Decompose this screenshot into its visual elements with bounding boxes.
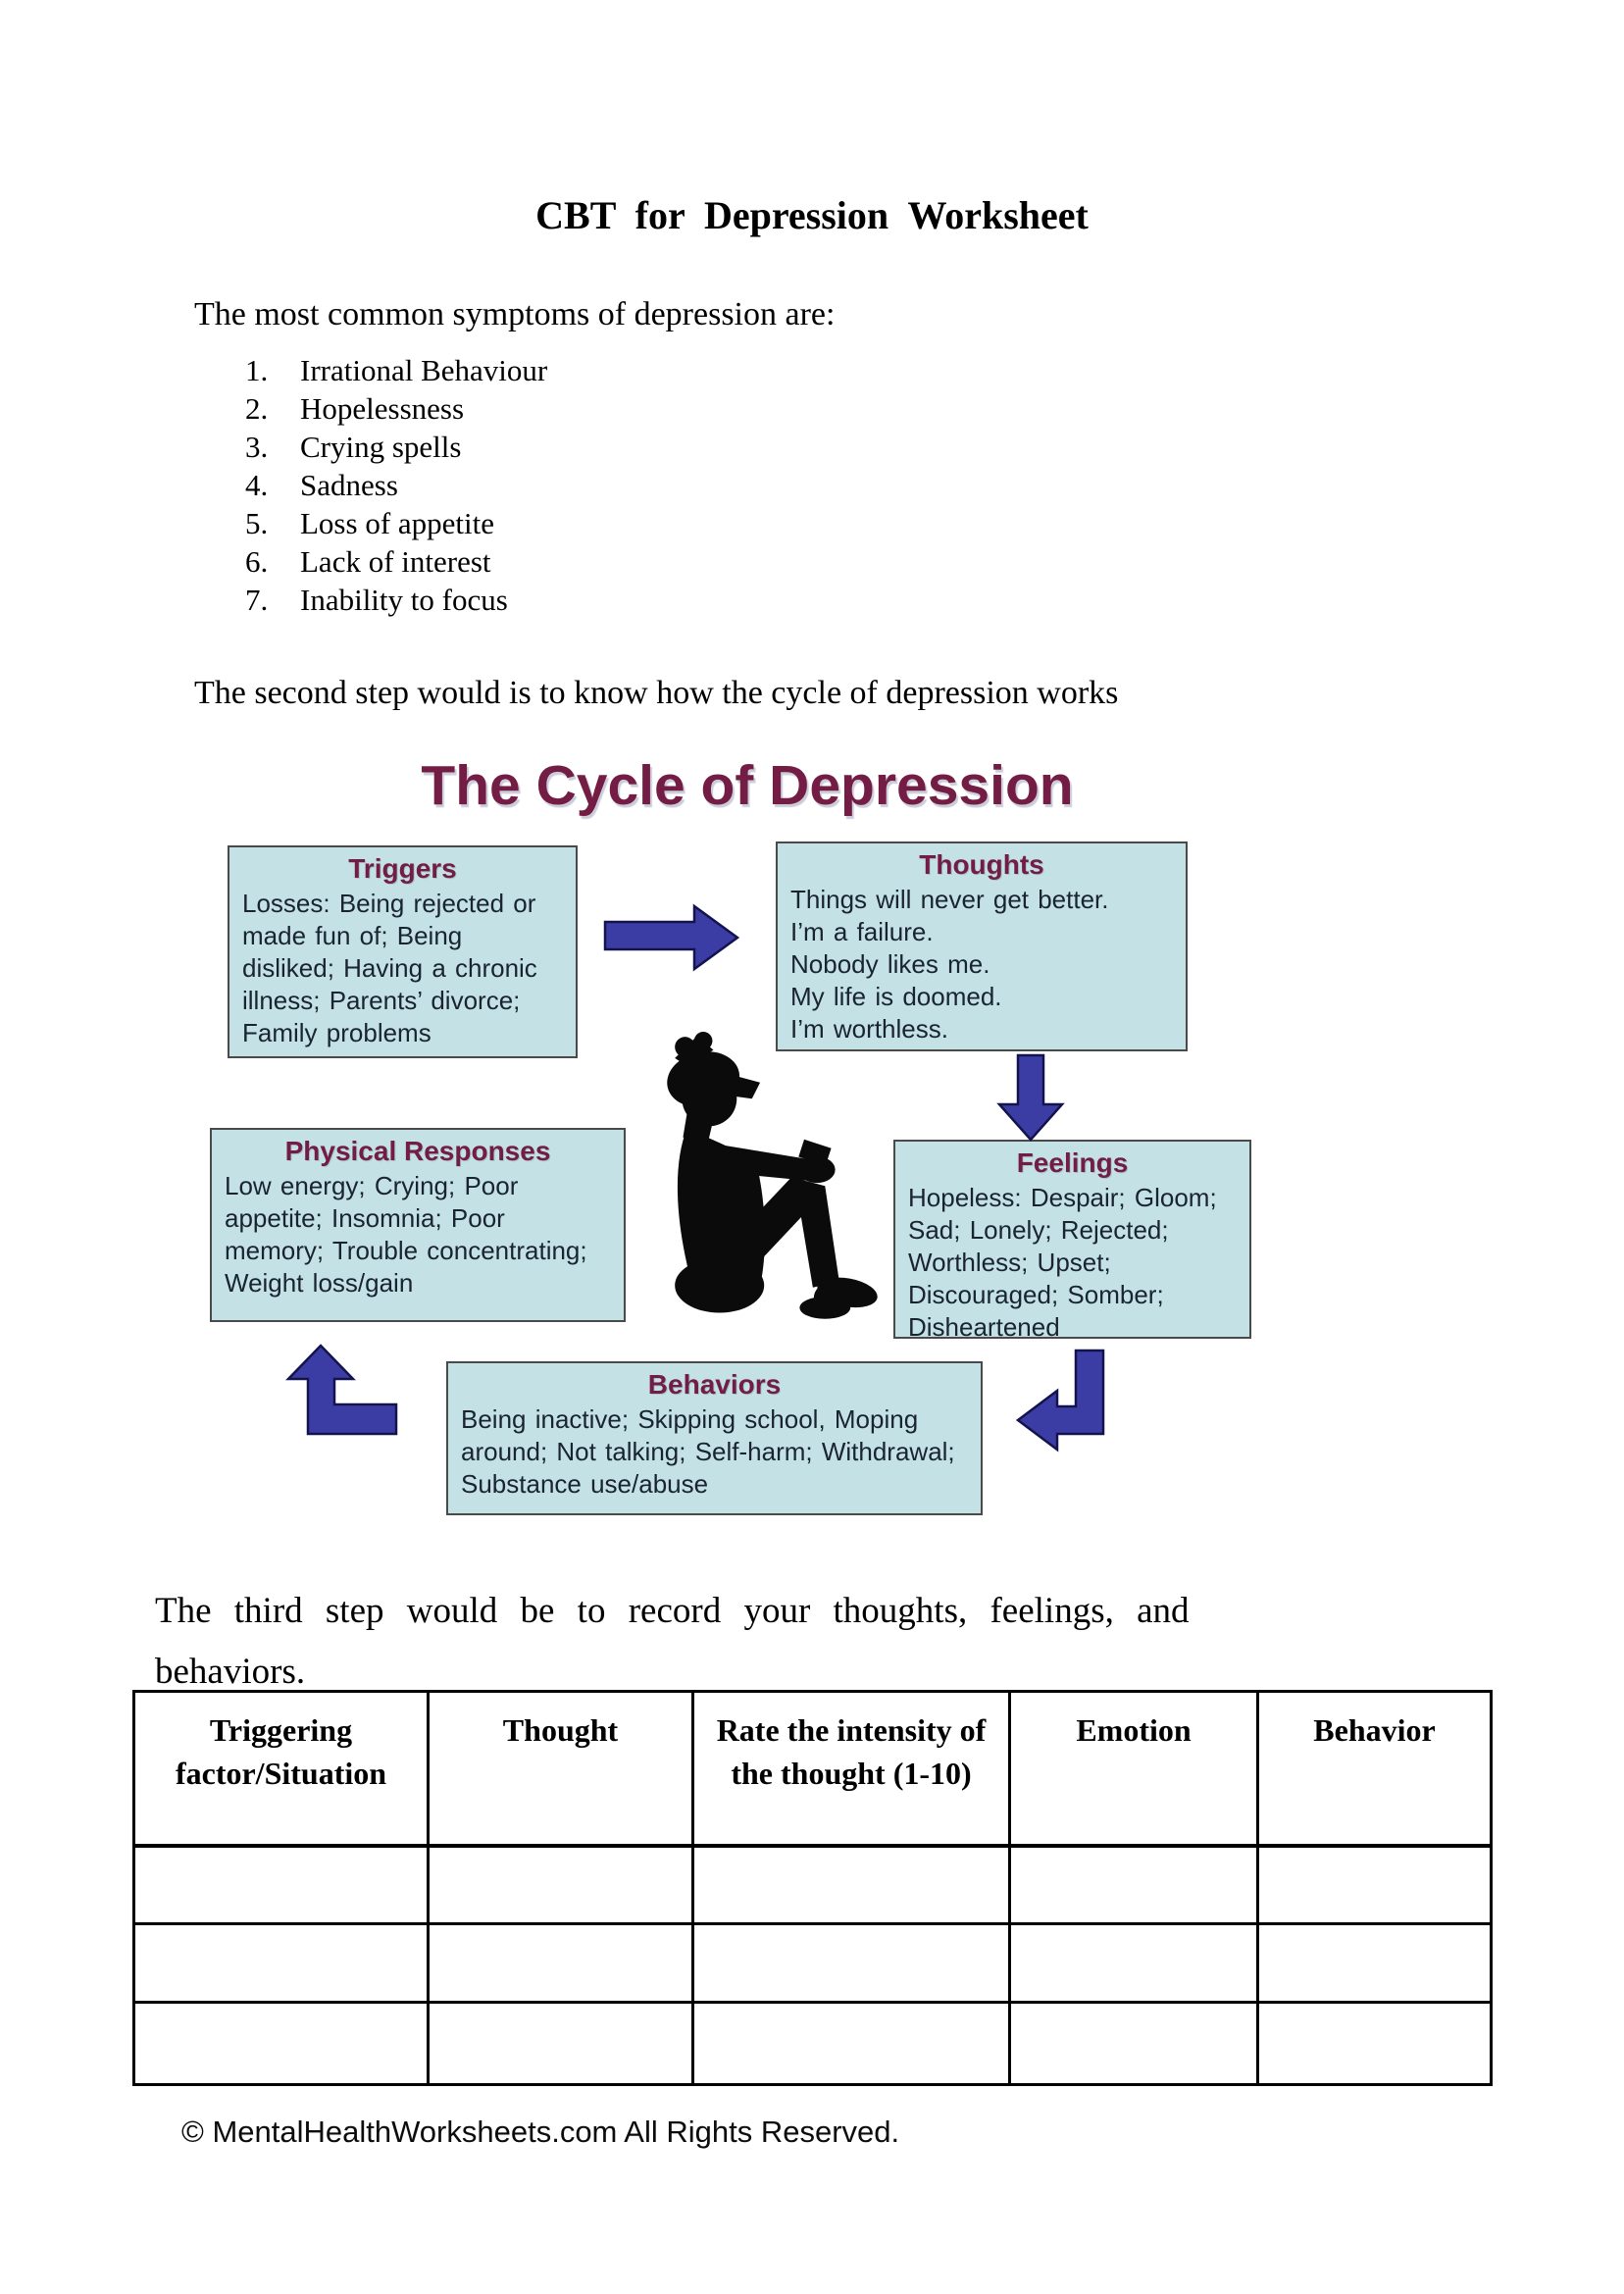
diagram-box-physical-responses: Physical Responses Low energy; Crying; P… — [210, 1128, 626, 1322]
table-cell — [1008, 2001, 1259, 2086]
page-title: CBT for Depression Worksheet — [535, 193, 1089, 237]
second-step-paragraph: The second step would is to know how the… — [194, 675, 1119, 711]
table-cell — [132, 1844, 430, 1925]
box-body: Low energy; Crying; Poor appetite; Insom… — [225, 1171, 587, 1298]
list-item: 7.Inability to focus — [245, 583, 508, 617]
arrow-down-icon — [996, 1053, 1065, 1142]
table-row — [132, 2001, 1493, 2086]
column-header: Rate the intensity of the thought (1-10) — [691, 1690, 1011, 1848]
box-heading: Feelings — [1016, 1147, 1129, 1178]
box-body: Losses: Being rejected or made fun of; B… — [242, 889, 537, 1047]
diagram-box-triggers: Triggers Losses: Being rejected or made … — [228, 845, 578, 1058]
box-heading: Physical Responses — [284, 1136, 551, 1166]
box-body: Things will never get better. I’m a fail… — [790, 885, 1109, 1044]
list-item: 6.Lack of interest — [245, 544, 491, 579]
diagram-box-thoughts: Thoughts Things will never get better. I… — [776, 841, 1188, 1051]
diagram-box-feelings: Feelings Hopeless: Despair; Gloom; Sad; … — [893, 1140, 1251, 1342]
list-item: 2.Hopelessness — [245, 391, 465, 426]
table-cell — [691, 1844, 1011, 1925]
table-cell — [1256, 2001, 1493, 2086]
paragraph-line: The third step would be to record your t… — [155, 1591, 1190, 1631]
record-table: Triggering factor/Situation Thought Rate… — [132, 1690, 1493, 2086]
table-cell — [1256, 1844, 1493, 1925]
box-heading: Triggers — [348, 853, 457, 884]
copyright-footer: © MentalHealthWorksheets.com All Rights … — [181, 2115, 900, 2149]
diagram-box-behaviors: Behaviors Being inactive; Skipping schoo… — [446, 1361, 983, 1515]
column-header: Triggering factor/Situation — [132, 1690, 430, 1848]
list-item: 3.Crying spells — [245, 430, 462, 464]
list-item: 4.Sadness — [245, 468, 398, 502]
table-cell — [427, 1922, 694, 2004]
table-cell — [1256, 1922, 1493, 2004]
column-header: Behavior — [1256, 1690, 1493, 1848]
table-cell — [1008, 1922, 1259, 2004]
list-item: 5.Loss of appetite — [245, 506, 495, 540]
box-heading: Behaviors — [647, 1369, 782, 1400]
table-cell — [691, 1922, 1011, 2004]
symptoms-list: 1.Irrational Behaviour 2.Hopelessness 3.… — [245, 351, 547, 619]
column-header: Thought — [427, 1690, 694, 1848]
table-cell — [427, 1844, 694, 1925]
table-cell — [427, 2001, 694, 2086]
list-item: 1.Irrational Behaviour — [245, 353, 548, 387]
table-cell — [132, 1922, 430, 2004]
column-header: Emotion — [1008, 1690, 1259, 1848]
paragraph-line: behaviors. — [155, 1652, 306, 1692]
intro-paragraph: The most common symptoms of depression a… — [194, 296, 836, 332]
table-cell — [691, 2001, 1011, 2086]
table-row — [132, 1922, 1493, 2004]
diagram-title: The Cycle of Depression — [421, 754, 1074, 817]
arrow-right-icon — [603, 903, 740, 972]
table-cell — [1008, 1844, 1259, 1925]
table-row — [132, 1844, 1493, 1925]
arrow-bent-left-icon — [1015, 1349, 1105, 1453]
sitting-person-silhouette-icon — [667, 1032, 878, 1319]
arrow-bent-up-icon — [285, 1344, 398, 1436]
table-cell — [132, 2001, 430, 2086]
box-body: Hopeless: Despair; Gloom; Sad; Lonely; R… — [908, 1183, 1217, 1342]
third-step-paragraph: The third step would be to record your t… — [155, 1581, 1489, 1703]
box-heading: Thoughts — [919, 849, 1044, 880]
box-body: Being inactive; Skipping school, Moping … — [461, 1404, 955, 1499]
